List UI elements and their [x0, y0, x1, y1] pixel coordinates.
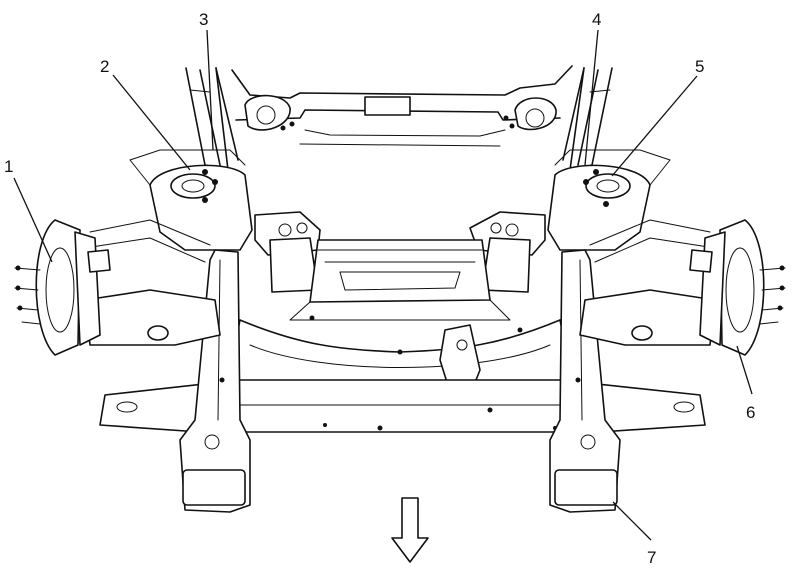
leader-3 [206, 29, 214, 151]
left-wheel-hub [14, 219, 111, 356]
right-control-arm [579, 219, 716, 346]
callout-2: 2 [100, 57, 109, 76]
leader-2 [112, 74, 191, 171]
callout-1: 1 [4, 157, 13, 176]
callout-3: 3 [199, 10, 208, 29]
right-lower-rail [549, 249, 621, 513]
leader-lines [13, 29, 753, 541]
arrow-down-icon [391, 497, 429, 563]
callout-6: 6 [746, 403, 755, 422]
callout-labels: 1 2 3 4 5 6 7 [4, 10, 755, 567]
right-wheel-hub [689, 219, 786, 356]
left-strut-tower [129, 149, 253, 251]
callout-7: 7 [647, 548, 656, 567]
callout-5: 5 [695, 57, 704, 76]
engine-mounts [254, 211, 546, 293]
leader-5 [611, 75, 698, 177]
leader-4 [584, 29, 599, 166]
front-crossmember [99, 379, 706, 433]
leader-7 [612, 501, 652, 541]
callout-4: 4 [592, 10, 601, 29]
leader-6 [736, 345, 753, 395]
left-control-arm [84, 219, 221, 346]
leader-1 [13, 177, 53, 263]
central-crossbeam [289, 239, 511, 321]
left-lower-rail [179, 249, 251, 513]
upper-crossmember [231, 65, 573, 147]
right-frame-rail [562, 67, 613, 171]
right-strut-tower [547, 149, 671, 251]
